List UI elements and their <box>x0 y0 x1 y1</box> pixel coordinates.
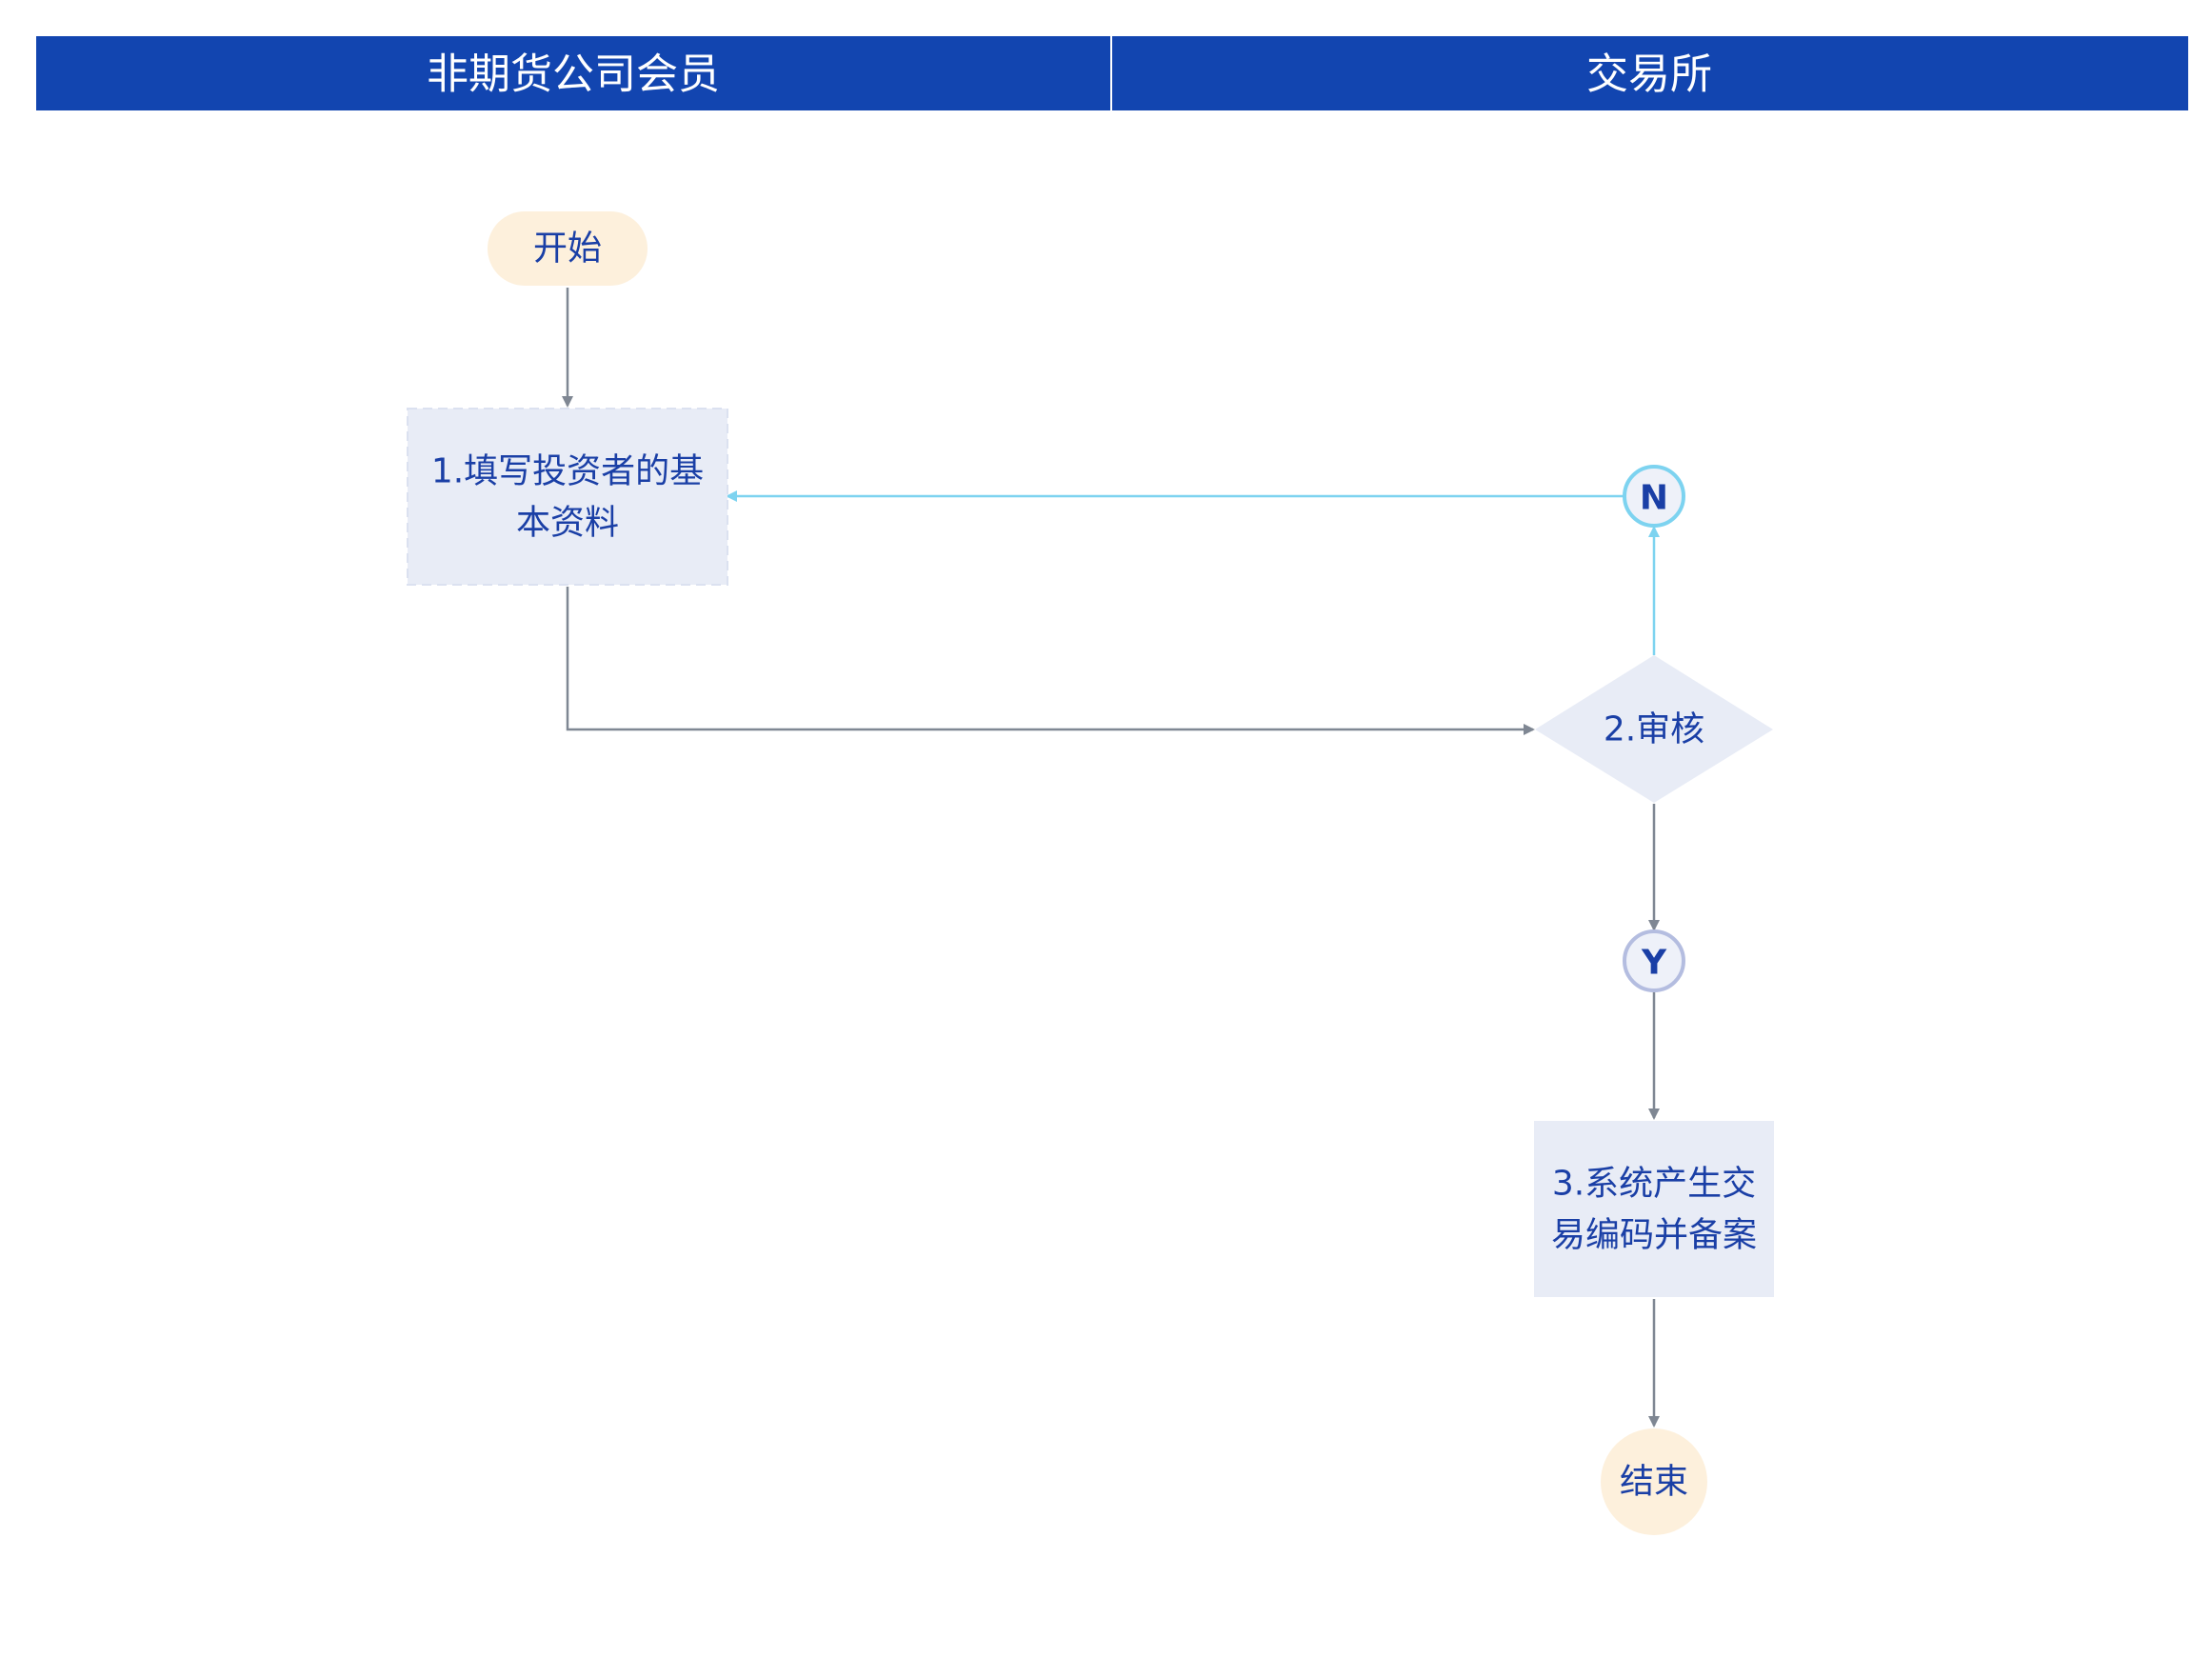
edges <box>562 288 1660 1428</box>
connector-y-shape <box>1623 929 1685 992</box>
step3-label-line1: 3.系统产生交 <box>1552 1165 1756 1204</box>
node-step2: 2.审核 <box>1535 655 1773 803</box>
node-end: 结束 <box>1601 1428 1707 1535</box>
step1-label-line1: 1.填写投资者的基 <box>431 452 704 491</box>
step2-decision-shape <box>1535 655 1773 803</box>
node-connector-y: Y <box>1623 929 1685 992</box>
start-terminal-shape <box>488 211 648 286</box>
end-label: 结束 <box>1620 1463 1688 1502</box>
node-step1: 1.填写投资者的基 本资料 <box>407 408 728 586</box>
connector-n-shape <box>1623 465 1685 528</box>
node-connector-n: N <box>1623 465 1685 528</box>
lane-title-member: 非期货公司会员 <box>427 50 720 99</box>
node-start: 开始 <box>488 211 648 286</box>
edge-step1-to-step2 <box>566 587 1535 735</box>
step2-label: 2.审核 <box>1604 710 1704 749</box>
step1-label-line2: 本资料 <box>516 504 619 543</box>
step3-process-shape <box>1534 1121 1774 1297</box>
connector-n-label: N <box>1640 479 1668 518</box>
lane-header: 非期货公司会员 交易所 <box>36 36 2188 110</box>
step1-process-shape <box>407 408 728 586</box>
node-step3: 3.系统产生交 易编码并备案 <box>1534 1121 1774 1297</box>
end-terminal-shape <box>1601 1428 1707 1535</box>
step3-label-line2: 易编码并备案 <box>1551 1216 1757 1255</box>
connector-y-label: Y <box>1641 944 1667 983</box>
lane-title-exchange: 交易所 <box>1586 50 1712 99</box>
start-label: 开始 <box>533 230 602 269</box>
